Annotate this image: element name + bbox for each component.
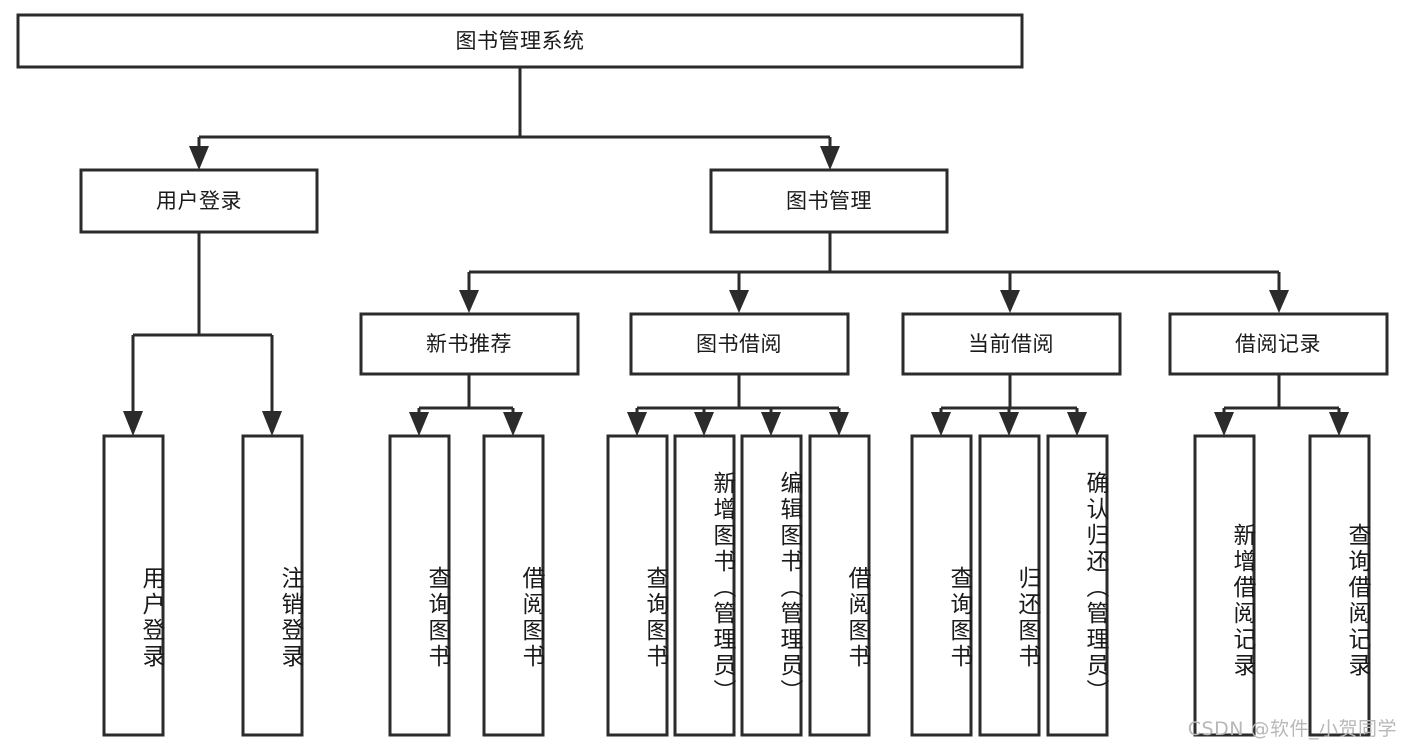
node-book-borrow-label: 图书借阅	[696, 332, 782, 356]
node-new-book-recommend-label: 新书推荐	[426, 332, 512, 356]
arrow-head-book-borrow	[729, 290, 749, 313]
leaf-boxes-borrow-record	[1193, 434, 1371, 737]
connector-bookmgmt-to-level3	[459, 232, 1289, 313]
connector-currentborrow-to-leaves	[931, 374, 1087, 436]
node-root-system-label: 图书管理系统	[456, 29, 585, 53]
leaf-box-borrow-record-2[interactable]	[1308, 434, 1371, 737]
leaf-box-current-borrow-3[interactable]	[1046, 434, 1109, 737]
leaf-box-book-borrow-1[interactable]	[606, 434, 669, 737]
leaf-box-book-borrow-2[interactable]	[673, 434, 736, 737]
arrow-head-bookborrow-leaf-4	[829, 412, 849, 436]
node-user-login[interactable]: 用户登录	[79, 168, 319, 234]
node-borrow-record-label: 借阅记录	[1235, 332, 1321, 356]
node-root-system-box[interactable]	[16, 13, 1024, 69]
arrow-head-book-mgmt	[820, 146, 840, 170]
arrow-head-bookborrow-leaf-2	[694, 412, 714, 436]
arrow-head-new-book	[459, 290, 479, 313]
node-book-management-label: 图书管理	[786, 189, 872, 213]
node-current-borrow[interactable]: 当前借阅	[901, 312, 1122, 376]
arrow-head-currentborrow-leaf-1	[931, 412, 951, 436]
arrow-head-userlogin-leaf-2	[262, 411, 282, 436]
csdn-watermark: CSDN @软件_小贺同学	[1187, 718, 1397, 740]
leaf-box-current-borrow-1[interactable]	[910, 434, 973, 737]
leaf-box-current-borrow-2[interactable]	[978, 434, 1041, 737]
node-user-login-box[interactable]	[79, 168, 319, 234]
arrow-head-bookborrow-leaf-1	[627, 412, 647, 436]
leaf-box-new-book-1[interactable]	[388, 434, 451, 737]
arrow-head-currentborrow-leaf-2	[999, 412, 1019, 436]
leaf-boxes-user-login	[102, 434, 304, 737]
node-book-management[interactable]: 图书管理	[709, 168, 949, 234]
arrow-head-current-borrow	[1000, 290, 1020, 313]
leaf-box-book-borrow-4[interactable]	[808, 434, 871, 737]
node-new-book-recommend-box[interactable]	[359, 312, 580, 376]
leaf-boxes-book-borrow	[606, 434, 871, 737]
node-current-borrow-label: 当前借阅	[968, 332, 1054, 356]
arrow-head-user-login	[189, 146, 209, 170]
leaf-boxes-new-book-recommend	[388, 434, 545, 737]
leaf-box-new-book-2[interactable]	[482, 434, 545, 737]
arrow-head-borrowrecord-leaf-2	[1329, 412, 1349, 436]
leaf-boxes-current-borrow	[910, 434, 1109, 737]
leaf-box-borrow-record-1[interactable]	[1193, 434, 1256, 737]
connector-borrowrecord-to-leaves	[1214, 374, 1349, 436]
node-book-management-box[interactable]	[709, 168, 949, 234]
node-borrow-record-box[interactable]	[1168, 312, 1389, 376]
arrow-head-userlogin-leaf-1	[123, 411, 143, 436]
connector-newbook-to-leaves	[409, 374, 523, 436]
arrow-head-borrow-record	[1269, 290, 1289, 313]
node-root-system[interactable]: 图书管理系统	[16, 13, 1024, 69]
node-current-borrow-box[interactable]	[901, 312, 1122, 376]
node-user-login-label: 用户登录	[156, 189, 242, 213]
arrow-head-currentborrow-leaf-3	[1067, 412, 1087, 436]
node-book-borrow-box[interactable]	[629, 312, 850, 376]
node-borrow-record[interactable]: 借阅记录	[1168, 312, 1389, 376]
leaf-box-user-login-1[interactable]	[102, 434, 165, 737]
connector-userlogin-to-leaves	[123, 232, 282, 436]
connector-bookborrow-to-leaves	[627, 374, 849, 436]
connector-root-to-level2	[189, 67, 840, 170]
arrow-head-newbook-leaf-2	[503, 412, 523, 436]
leaf-box-user-login-2[interactable]	[241, 434, 304, 737]
arrow-head-newbook-leaf-1	[409, 412, 429, 436]
leaf-box-book-borrow-3[interactable]	[740, 434, 803, 737]
arrow-head-bookborrow-leaf-3	[761, 412, 781, 436]
node-book-borrow[interactable]: 图书借阅	[629, 312, 850, 376]
node-new-book-recommend[interactable]: 新书推荐	[359, 312, 580, 376]
arrow-head-borrowrecord-leaf-1	[1214, 412, 1234, 436]
